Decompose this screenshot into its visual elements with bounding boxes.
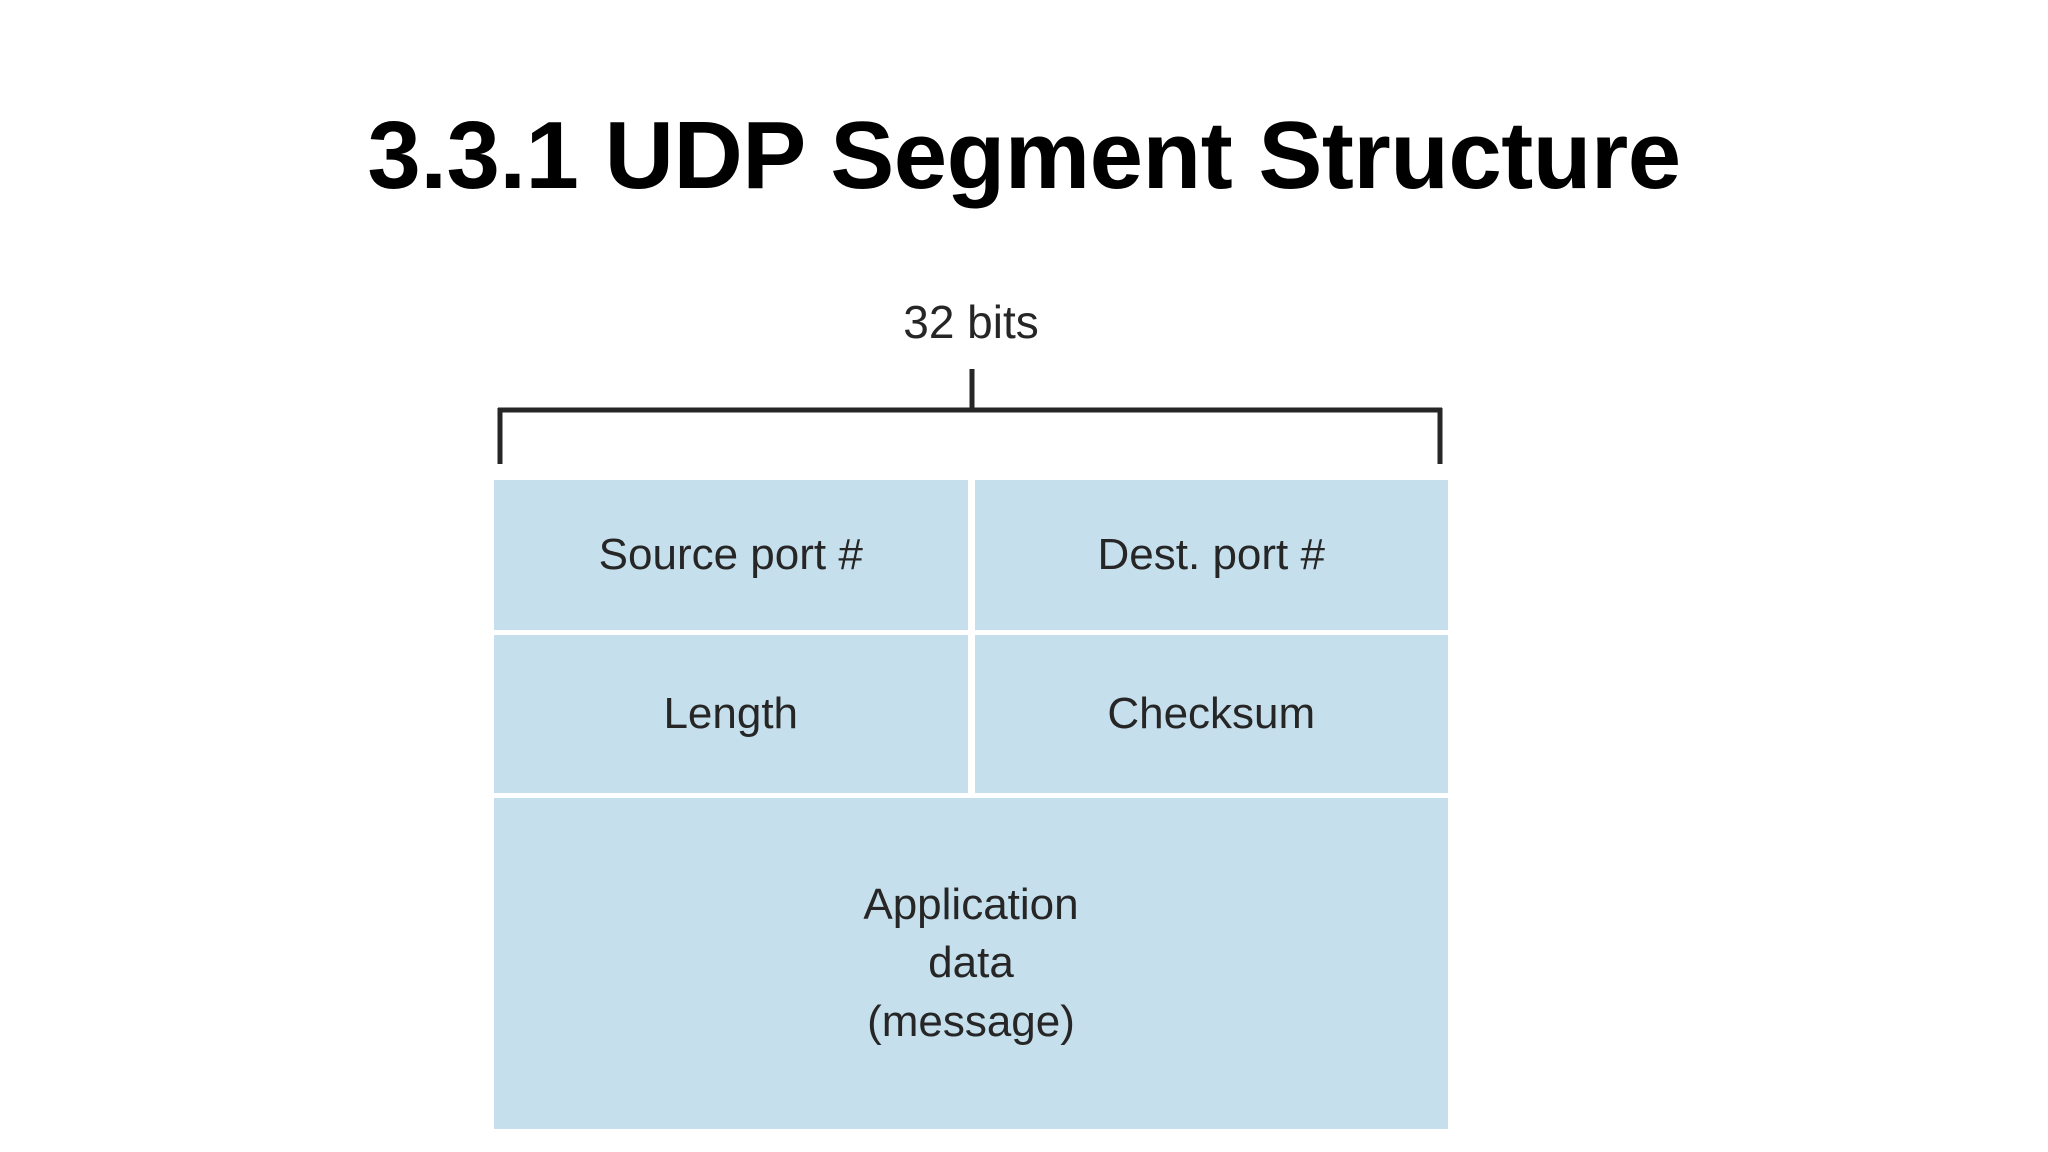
udp-segment-diagram: Source port # Dest. port # Length Checks…	[494, 480, 1448, 1129]
field-length: Length	[494, 635, 968, 793]
width-bracket-icon	[497, 369, 1443, 464]
field-application-data: Application data (message)	[494, 798, 1448, 1129]
payload-row: Application data (message)	[494, 798, 1448, 1129]
field-checksum-label: Checksum	[1107, 688, 1316, 738]
field-length-label: Length	[663, 688, 799, 738]
bit-width-label: 32 bits	[903, 296, 1039, 348]
field-dest-port-label: Dest. port #	[1097, 529, 1325, 579]
header-row-ports: Source port # Dest. port #	[494, 480, 1448, 630]
header-row-length-checksum: Length Checksum	[494, 635, 1448, 793]
field-application-data-label: Application data (message)	[863, 880, 1079, 1046]
field-checksum: Checksum	[974, 635, 1448, 793]
page-title: 3.3.1 UDP Segment Structure	[367, 102, 1681, 209]
field-source-port: Source port #	[494, 480, 968, 630]
field-source-port-label: Source port #	[598, 529, 863, 579]
field-dest-port: Dest. port #	[974, 480, 1448, 630]
